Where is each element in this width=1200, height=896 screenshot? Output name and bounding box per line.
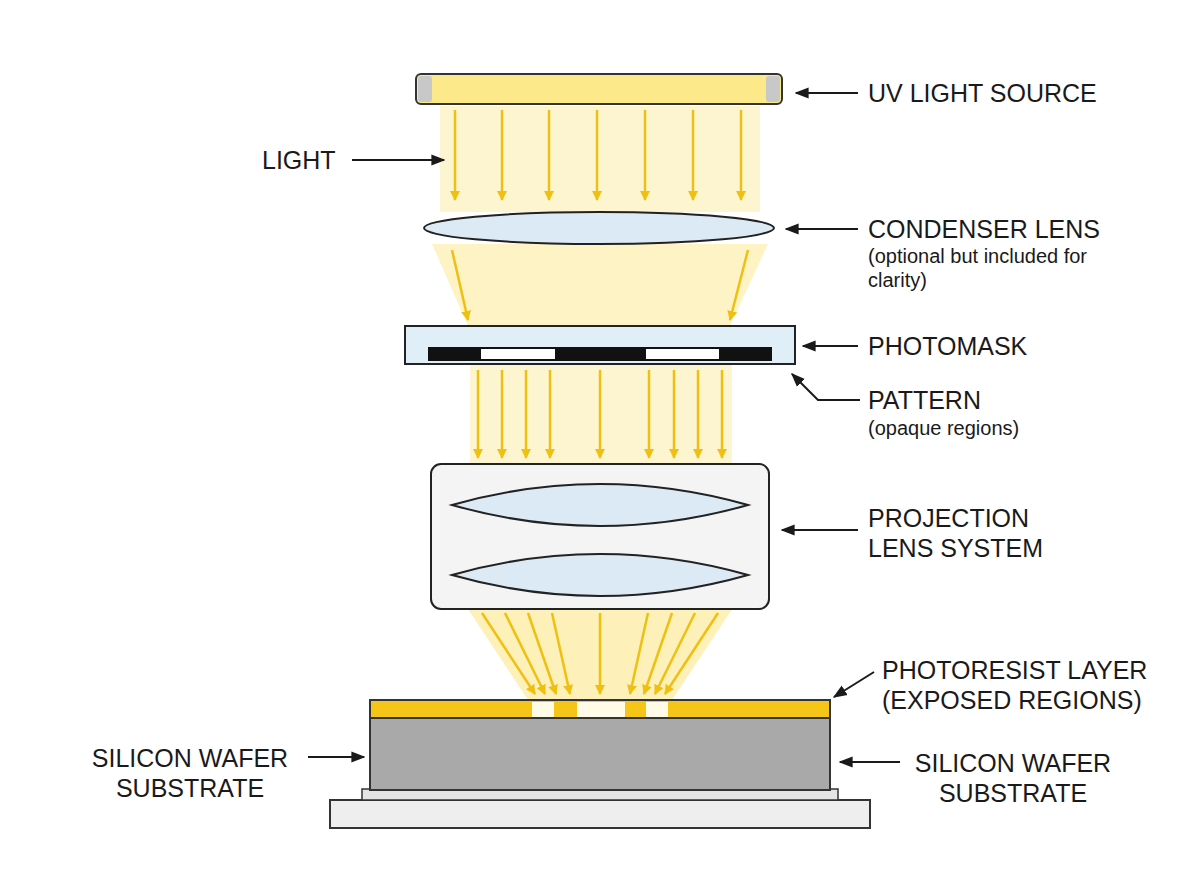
- light-glow: [470, 364, 732, 466]
- leader-line: [796, 92, 858, 94]
- light-ray: [692, 110, 695, 200]
- light-ray: [721, 370, 724, 458]
- leader-lines: [308, 93, 900, 762]
- light-ray: [501, 110, 504, 200]
- uv-lamp: [416, 74, 782, 104]
- exposed-region: [646, 702, 668, 717]
- part-label: SILICON WAFER SUBSTRATE: [70, 743, 310, 803]
- light-ray: [599, 370, 602, 458]
- lamp-cap: [418, 76, 432, 102]
- leader-line: [803, 345, 858, 347]
- projection-lens: [452, 484, 748, 526]
- mask-opening: [646, 349, 719, 359]
- light-ray: [548, 110, 551, 200]
- projection-lens: [452, 554, 748, 596]
- light-ray: [552, 613, 570, 694]
- projection-housing: [431, 464, 769, 609]
- exposed-region: [532, 702, 554, 717]
- photoresist-layer: [370, 700, 830, 718]
- part-label: LIGHT: [262, 145, 352, 175]
- condenser-lens: [424, 212, 774, 244]
- lamp-cap: [766, 76, 780, 102]
- part-label: PHOTORESIST LAYER (EXPOSED REGIONS): [882, 655, 1182, 715]
- leader-line: [308, 756, 364, 758]
- light-ray: [549, 370, 552, 458]
- part-label: CONDENSER LENS: [868, 214, 1188, 244]
- light-ray: [596, 110, 599, 200]
- light-ray: [630, 613, 648, 694]
- light-ray: [477, 370, 480, 458]
- leader-line: [792, 374, 860, 400]
- light-ray: [740, 110, 743, 200]
- exposed-region: [577, 702, 625, 717]
- part-label: PROJECTION LENS SYSTEM: [868, 503, 1073, 563]
- light-ray: [730, 250, 748, 320]
- light-ray: [525, 370, 528, 458]
- leader-line: [352, 159, 444, 161]
- light-ray: [482, 613, 535, 694]
- light-ray: [697, 370, 700, 458]
- silicon-wafer: [370, 718, 830, 790]
- part-label: UV LIGHT SOURCE: [868, 78, 1188, 108]
- mask-opening: [481, 349, 555, 359]
- light-ray: [452, 250, 468, 320]
- photomask-plate: [405, 326, 795, 364]
- part-note: (optional but included for clarity): [868, 244, 1096, 292]
- light-ray: [501, 370, 504, 458]
- light-glow: [468, 609, 732, 700]
- part-label: SILICON WAFER SUBSTRATE: [893, 748, 1133, 808]
- light-ray: [505, 613, 545, 694]
- part-label: PHOTOMASK: [868, 331, 1188, 361]
- light-ray: [644, 110, 647, 200]
- part-label: PATTERN: [868, 385, 1188, 415]
- light-glow: [432, 244, 768, 326]
- light-ray: [655, 613, 695, 694]
- leader-line: [786, 228, 858, 230]
- light-ray: [665, 613, 718, 694]
- light-ray: [644, 613, 672, 694]
- leader-line: [840, 761, 900, 763]
- part-note: (opaque regions): [868, 416, 1168, 440]
- light-ray: [599, 613, 602, 694]
- wafer-stage: [330, 800, 870, 828]
- light-ray: [528, 613, 556, 694]
- light-ray: [454, 110, 457, 200]
- light-ray: [673, 370, 676, 458]
- mask-pattern: [428, 347, 772, 361]
- light-ray: [648, 370, 651, 458]
- leader-line: [834, 672, 874, 697]
- leader-line: [782, 529, 858, 531]
- light-glow: [440, 106, 760, 212]
